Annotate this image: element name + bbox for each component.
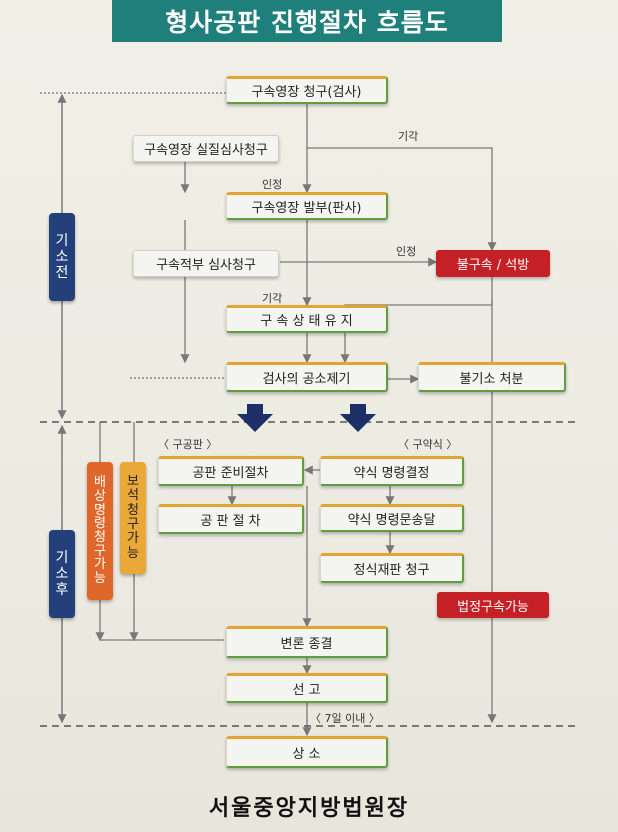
- page-title: 형사공판 진행절차 흐름도: [112, 0, 502, 42]
- non-detention-box: 불구속 / 석방: [436, 250, 550, 277]
- label-approved-1: 인정: [262, 178, 283, 191]
- closing-box: 변론 종결: [226, 626, 388, 658]
- non-indictment-box: 불기소 처분: [418, 362, 566, 392]
- sentence-box: 선 고: [226, 673, 388, 703]
- legality-review-box: 구속적부 심사청구: [133, 250, 279, 277]
- appeal-box: 상 소: [226, 736, 388, 768]
- pretrial-box: 공판 준비절차: [158, 456, 304, 486]
- formal-trial-box: 정식재판 청구: [320, 553, 464, 583]
- label-within-7-days: 〈 7일 이내 〉: [310, 712, 380, 725]
- warrant-request-box: 구속영장 청구(검사): [226, 76, 388, 104]
- summary-order-box: 약식 명령결정: [320, 456, 464, 486]
- label-rejected-2: 기각: [262, 292, 283, 305]
- indictment-box: 검사의 공소제기: [226, 362, 388, 392]
- label-approved-2: 인정: [396, 245, 417, 258]
- detention-keep-box: 구 속 상 태 유 지: [226, 305, 388, 333]
- summary-send-box: 약식 명령문송달: [320, 504, 464, 532]
- footer-court-name: 서울중앙지방법원장: [208, 796, 410, 821]
- label-public-trial: 〈 구공판 〉: [158, 438, 218, 451]
- warrant-issue-box: 구속영장 발부(판사): [226, 192, 388, 220]
- court-detention-box: 법정구속가능: [437, 592, 549, 618]
- label-rejected-1: 기각: [398, 130, 419, 143]
- review-request-box: 구속영장 실질심사청구: [133, 135, 279, 162]
- trial-box: 공 판 절 차: [158, 504, 304, 534]
- label-summary: 〈 구약식 〉: [398, 438, 458, 451]
